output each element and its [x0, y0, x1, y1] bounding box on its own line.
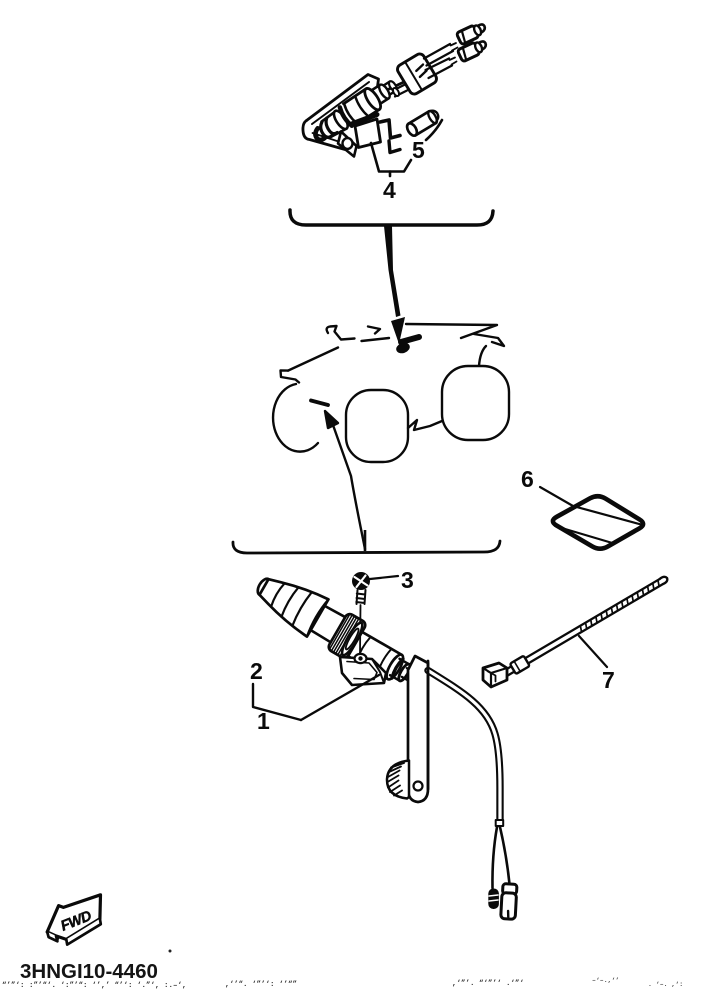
svg-text:1: 1: [257, 708, 270, 734]
svg-text:“’”‘: :”’“‘. ‘:”’“: ‘’,’ “’: “’”‘: :”’“‘. ‘:”’“: ‘’,’ “’‘: ‘.”‘, :.–‘…: [2, 982, 187, 989]
svg-text:4: 4: [383, 177, 396, 203]
svg-text:5: 5: [412, 137, 425, 163]
svg-text:6: 6: [521, 466, 534, 492]
svg-text:7: 7: [602, 667, 615, 693]
svg-text:2: 2: [250, 658, 263, 684]
svg-text:,‘”’. “‘”’‘ .‘”‘: ,‘”’. “‘”’‘ .‘”‘: [452, 980, 524, 988]
svg-text:,‘’“. ‘”’‘: ‘’“”: ,‘’“. ‘”’‘: ‘’“”: [225, 981, 297, 989]
svg-text:3HNGI10-4460: 3HNGI10-4460: [20, 960, 158, 983]
svg-text:–‘–.,‘’: –‘–.,‘’: [592, 977, 619, 984]
svg-text:3: 3: [401, 567, 414, 593]
svg-text:. ‘–. ,‘:: . ‘–. ,‘:: [648, 981, 683, 988]
